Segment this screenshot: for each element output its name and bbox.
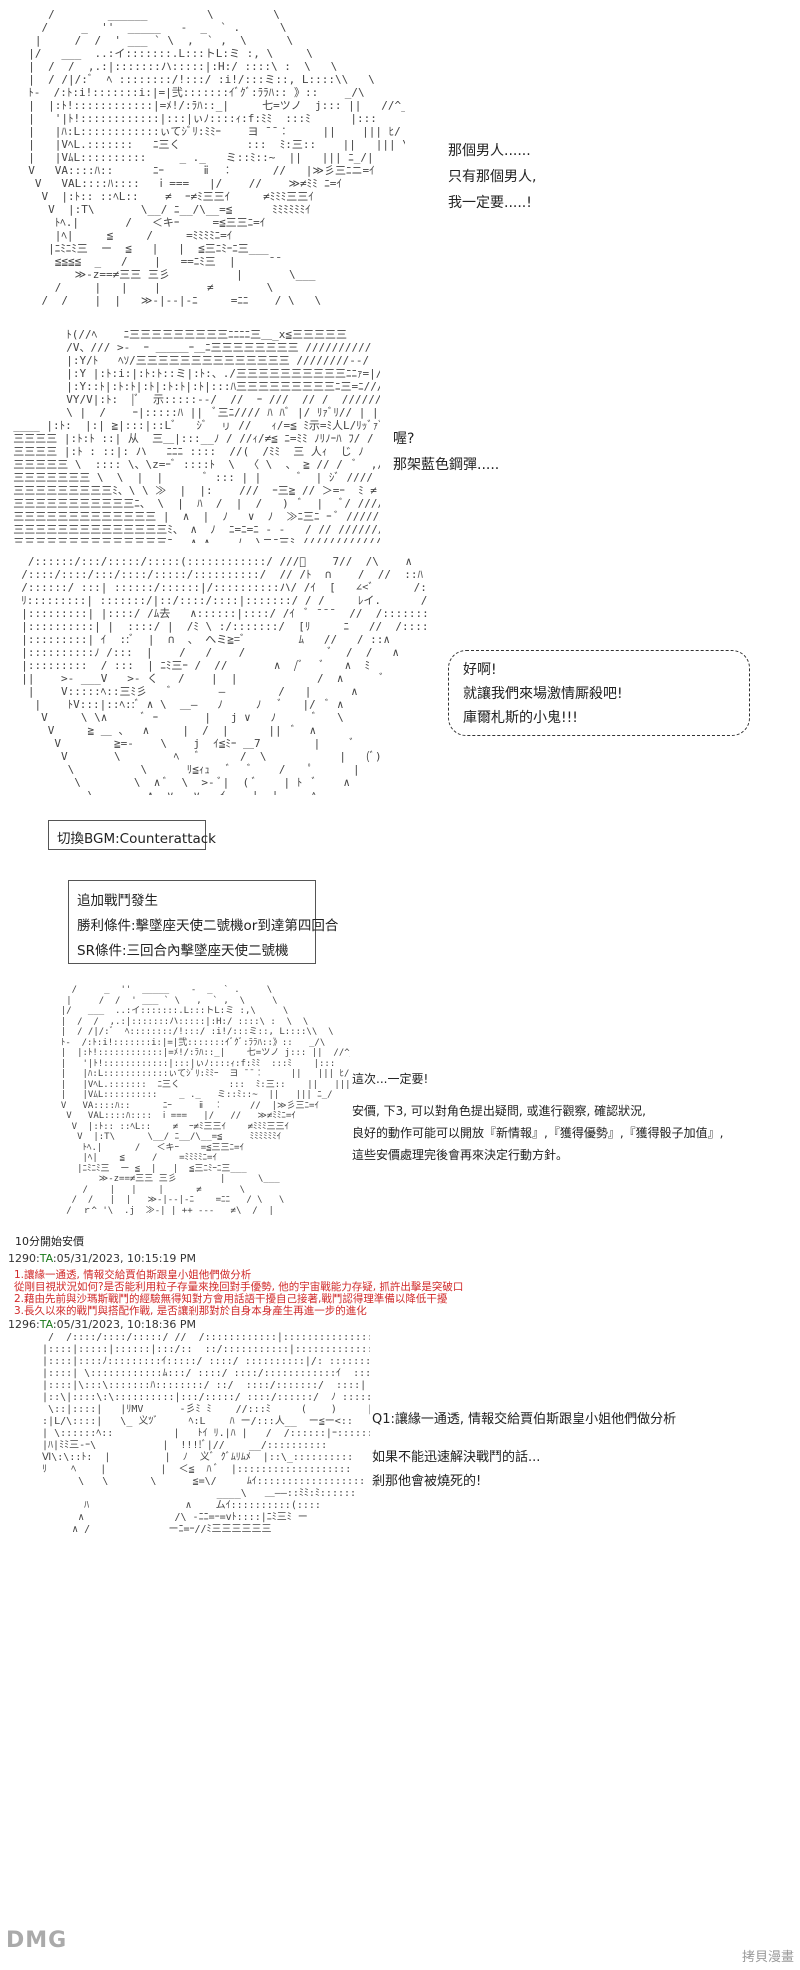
post-author[interactable]: TA [39,1252,53,1265]
start-note: 10分開始安價 [15,1235,84,1248]
panel-2: ﾄ(//ﾍ ﾆ三三三三三三三三三ﾆﾆﾆﾆ三＿_x≦三三三三三 /V、/// >-… [0,320,800,543]
post-number: 1296: [8,1318,40,1331]
ascii-art-character-1-small: / _ '' _____ - _ ` . \ | / / ' ___ ` \ ,… [60,985,350,1215]
dialogue-line: 庫爾札斯的小鬼!!! [463,710,578,726]
panel-5: / /::::/::::/:::::/ // /::::::::::::|:::… [0,1332,800,1962]
watermark: 拷貝漫畫 [741,1950,794,1965]
battle-title: 追加戰鬥發生 [77,893,158,909]
post-header: 1296:TA:05/31/2023, 10:18:36 PM [8,1318,196,1331]
question-line: Q1:讓緣一通透, 情報交給賈伯斯跟皇小姐他們做分析 [372,1412,677,1427]
site-logo: DMG [6,1928,68,1953]
ascii-art-gundam-beam: ﾄ(//ﾍ ﾆ三三三三三三三三三ﾆﾆﾆﾆ三＿_x≦三三三三三 /V、/// >-… [13,328,380,543]
dialogue-line: 那架藍色鋼彈..... [393,457,500,473]
post-datetime: :05/31/2023, 10:15:19 PM [52,1252,197,1265]
dialogue-line: 這次...一定要! [352,1072,429,1086]
speech-bubble: 好啊! 就讓我們來場激情厮殺吧! 庫爾札斯的小鬼!!! [448,650,750,736]
dialogue-line: 只有那個男人, [448,169,537,185]
panel-3: /::::::/:::/:::::/:::::(::::::::::::/ //… [0,550,800,800]
instruction-line: 安價, 下3, 可以對角色提出疑問, 或進行觀察, 確認狀況, [352,1104,646,1118]
bgm-box: 切換BGM:Counterattack [48,820,216,850]
dialogue-line: 就讓我們來場激情厮殺吧! [463,686,623,702]
dialogue-line: 喔? [393,431,415,447]
dialogue-line: 剎那他會被燒死的! [372,1474,482,1489]
dialogue-line: 我一定要.....! [448,195,532,211]
bgm-text: 切換BGM:Counterattack [57,831,217,847]
reply-line: 1.讓緣一通透, 情報交給賈伯斯跟皇小姐他們做分析 [14,1269,252,1281]
reply-line: 從剛目視狀況如何?是否能利用粒子存量來挽回對手優勢, 他的宇宙戰能力存疑, 抓許… [14,1281,464,1293]
battle-condition-box: 追加戰鬥發生 勝利條件:擊墜座天使二號機or到達第四回合 SR條件:三回合內擊墜… [68,880,338,964]
panel-1: / ______ \ \ / _ '' _____ - _ ` . \ | / … [0,0,800,310]
dialogue-line: 好啊! [463,662,497,678]
dialogue-line: 那個男人...... [448,143,531,159]
post-author[interactable]: TA [39,1318,53,1331]
post-header: 1290:TA:05/31/2023, 10:15:19 PM [8,1252,196,1265]
ascii-art-character-2: /::::::/:::/:::::/:::::(::::::::::::/ //… [21,555,428,795]
reply-line: 2.藉由先前與沙瑪斯戰鬥的經驗無得知對方會用話語干擾自己接著,戰鬥認得理準備以降… [14,1293,448,1305]
sr-condition: SR條件:三回合內擊墜座天使二號機 [77,943,289,959]
instruction-line: 這些安價處理完後會再來決定行動方針。 [352,1148,569,1162]
dialogue-line: 如果不能迅速解決戰鬥的話... [372,1450,541,1465]
ascii-art-character-3: / /::::/::::/:::::/ // /::::::::::::|:::… [42,1332,370,1535]
instruction-line: 良好的動作可能可以開放『新情報』,『獲得優勢』,『獲得骰子加值』, [352,1126,724,1140]
win-condition: 勝利條件:擊墜座天使二號機or到達第四回合 [77,918,339,934]
post-datetime: :05/31/2023, 10:18:36 PM [52,1318,197,1331]
reply-line: 3.長久以來的戰鬥與搭配作戰, 是否讓剎那對於自身本身產生再進一步的進化 [14,1305,367,1317]
ascii-art-character-1: / ______ \ \ / _ '' _____ - _ ` . \ | / … [28,8,405,308]
panel-4: / _ '' _____ - _ ` . \ | / / ' ___ ` \ ,… [0,980,800,1248]
post-number: 1290: [8,1252,40,1265]
